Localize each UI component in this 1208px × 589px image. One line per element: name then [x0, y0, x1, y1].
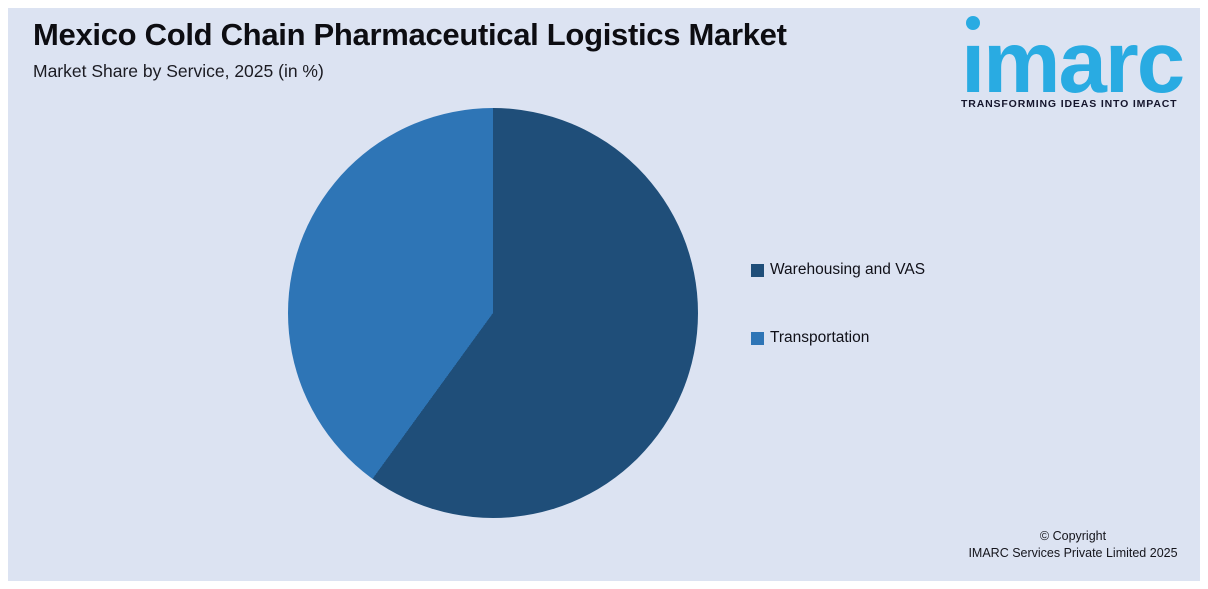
legend-item-warehousing: Warehousing and VAS — [751, 261, 925, 279]
legend-label-warehousing: Warehousing and VAS — [770, 261, 926, 278]
legend-swatch-warehousing — [751, 263, 764, 277]
chart-title: Mexico Cold Chain Pharmaceutical Logisti… — [33, 17, 787, 52]
copyright-line1: © Copyright — [1039, 529, 1107, 543]
copyright-notice: © Copyright IMARC Services Private Limit… — [958, 528, 1188, 562]
imarc-logo-tagline: TRANSFORMING IDEAS INTO IMPACT — [961, 98, 1178, 110]
pie-chart — [288, 108, 698, 518]
copyright-line2: IMARC Services Private Limited 2025 — [968, 545, 1178, 560]
legend-label-transportation: Transportation — [770, 329, 870, 346]
imarc-logo-wordmark: ımarc — [961, 14, 1185, 111]
chart-subtitle: Market Share by Service, 2025 (in %) — [33, 61, 324, 81]
legend-item-transportation: Transportation — [751, 329, 869, 347]
legend-swatch-transportation — [751, 331, 764, 345]
imarc-logo-dot-icon — [966, 16, 980, 30]
